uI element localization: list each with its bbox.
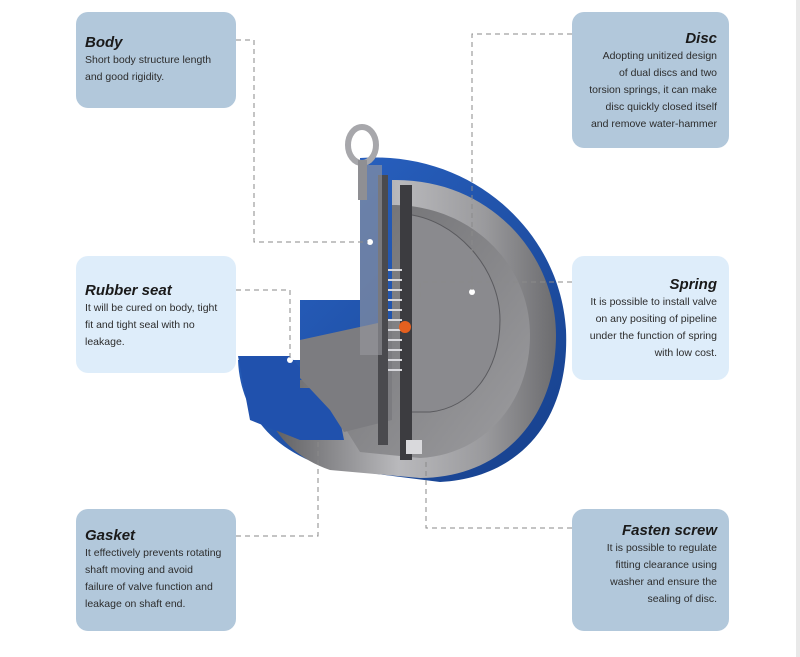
callout-disc-text: Adopting unitized design of dual discs a… [589,50,717,130]
torsion-spring [388,269,402,371]
right-edge-strip [796,0,800,657]
body-dot [367,239,373,245]
callout-body-text: Short body structure length and good rig… [85,54,212,83]
fasten-screw-part [406,440,422,454]
callout-spring-text: It is possible to install valve on any p… [589,296,717,359]
disc-dot [469,289,475,295]
leader-gasket [236,440,319,537]
callout-rubber-seat-text: It will be cured on body, tight fit and … [85,302,218,348]
callout-disc-title: Disc [685,30,717,47]
callout-spring-title: Spring [669,276,718,293]
callout-gasket: Gasket It effectively prevents rotating … [76,509,236,631]
callout-gasket-text: It effectively prevents rotating shaft m… [85,547,222,610]
callout-rubber-seat-title: Rubber seat [85,282,172,299]
valve-disc [403,213,501,413]
callout-rubber-seat: Rubber seat It will be cured on body, ti… [76,256,236,373]
leader-fasten-screw [425,460,572,529]
callout-disc: Disc Adopting unitized design of dual di… [572,12,729,148]
gasket-marker [399,321,411,333]
seat-dot [287,357,293,363]
eye-bolt [345,124,379,200]
callout-fasten-screw: Fasten screw It is possible to regulate … [572,509,729,631]
callout-gasket-title: Gasket [85,527,136,544]
leader-disc [471,33,572,290]
callout-spring: Spring It is possible to install valve o… [572,256,729,380]
leader-lines [236,33,572,537]
callout-body-title: Body [85,34,123,51]
valve-shaft [360,165,412,460]
callout-fasten-screw-title: Fasten screw [621,522,717,539]
callout-fasten-screw-text: It is possible to regulate fitting clear… [606,542,717,605]
leader-spring [419,281,572,300]
leader-rubber-seat [236,289,291,358]
leader-body [236,39,368,243]
callout-body: Body Short body structure length and goo… [76,12,236,108]
